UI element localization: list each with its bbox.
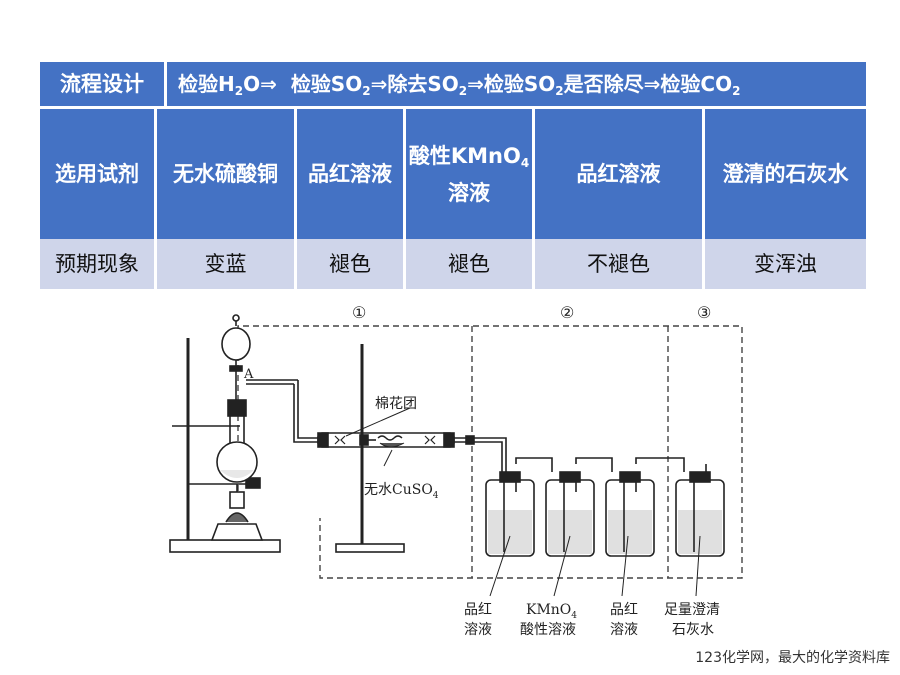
reagent-cell-4: 品红溶液: [576, 162, 661, 186]
bottle-1-label-line2: 溶液: [464, 622, 492, 638]
phenomenon-cell-4: 不褪色: [587, 252, 650, 276]
reagent-cell-2: 品红溶液: [308, 162, 392, 186]
cuso4-label: 无水CuSO4: [364, 482, 439, 501]
flow-design-steps: 检验H2O⇒ 检验SO2⇒除去SO2⇒检验SO2是否除尽⇒检验CO2: [178, 72, 741, 98]
bottle-2: [545, 457, 613, 557]
connecting-tube-1: [293, 380, 318, 443]
flow-design-row: 流程设计 检验H2O⇒ 检验SO2⇒除去SO2⇒检验SO2是否除尽⇒检验CO2: [40, 62, 866, 109]
bottle-2-label-line2: 酸性溶液: [520, 622, 576, 638]
phenomenon-cell-1: 变蓝: [204, 252, 247, 276]
reagent-cell-5: 澄清的石灰水: [722, 162, 849, 186]
bottle-4-label-line1: 足量澄清: [664, 602, 720, 618]
reagent-cell-1: 无水硫酸铜: [173, 162, 278, 186]
bottle-2-label-line1: KMnO4: [526, 602, 577, 621]
cotton-label: 棉花团: [375, 395, 417, 412]
flow-design-header: 流程设计: [40, 62, 167, 106]
phenomenon-cell-3: 褪色: [448, 252, 490, 276]
ring-stand-left: [169, 338, 281, 553]
region-3-label: ③: [697, 303, 711, 322]
apparatus-diagram: ① ② ③ A 棉花团 无水CuSO4 品红 溶液 KMnO4 酸性溶液 品红 …: [169, 303, 743, 638]
connecting-tube-2: [454, 435, 507, 478]
ring-stand-middle: [335, 344, 405, 553]
bottle-3-label-line2: 溶液: [610, 622, 638, 638]
drying-tube: [317, 432, 455, 448]
phenomenon-cell-2: 褪色: [329, 252, 371, 276]
region-1-label: ①: [352, 303, 366, 322]
footer-caption: 123化学网，最大的化学资料库: [695, 650, 890, 666]
region-2-label: ②: [560, 303, 574, 322]
alcohol-burner: [210, 484, 264, 541]
phenomenon-row: 预期现象 变蓝 褪色 褪色 不褪色 变浑浊: [40, 239, 866, 289]
bottle-3: [605, 457, 685, 557]
point-a-label: A: [243, 367, 254, 382]
bottle-1-label-line1: 品红: [464, 602, 492, 618]
bottle-1: [485, 457, 553, 557]
bottle-4-label-line2: 石灰水: [672, 622, 714, 638]
gas-washing-bottles: [485, 457, 725, 597]
reagent-header: 选用试剂: [55, 162, 139, 186]
bottle-3-label-line1: 品红: [610, 602, 638, 618]
reaction-flask: [216, 379, 298, 483]
phenomenon-cell-5: 变浑浊: [754, 252, 817, 276]
separatory-funnel: [221, 314, 251, 404]
phenomenon-header: 预期现象: [55, 252, 139, 276]
bottle-4: [675, 464, 725, 557]
